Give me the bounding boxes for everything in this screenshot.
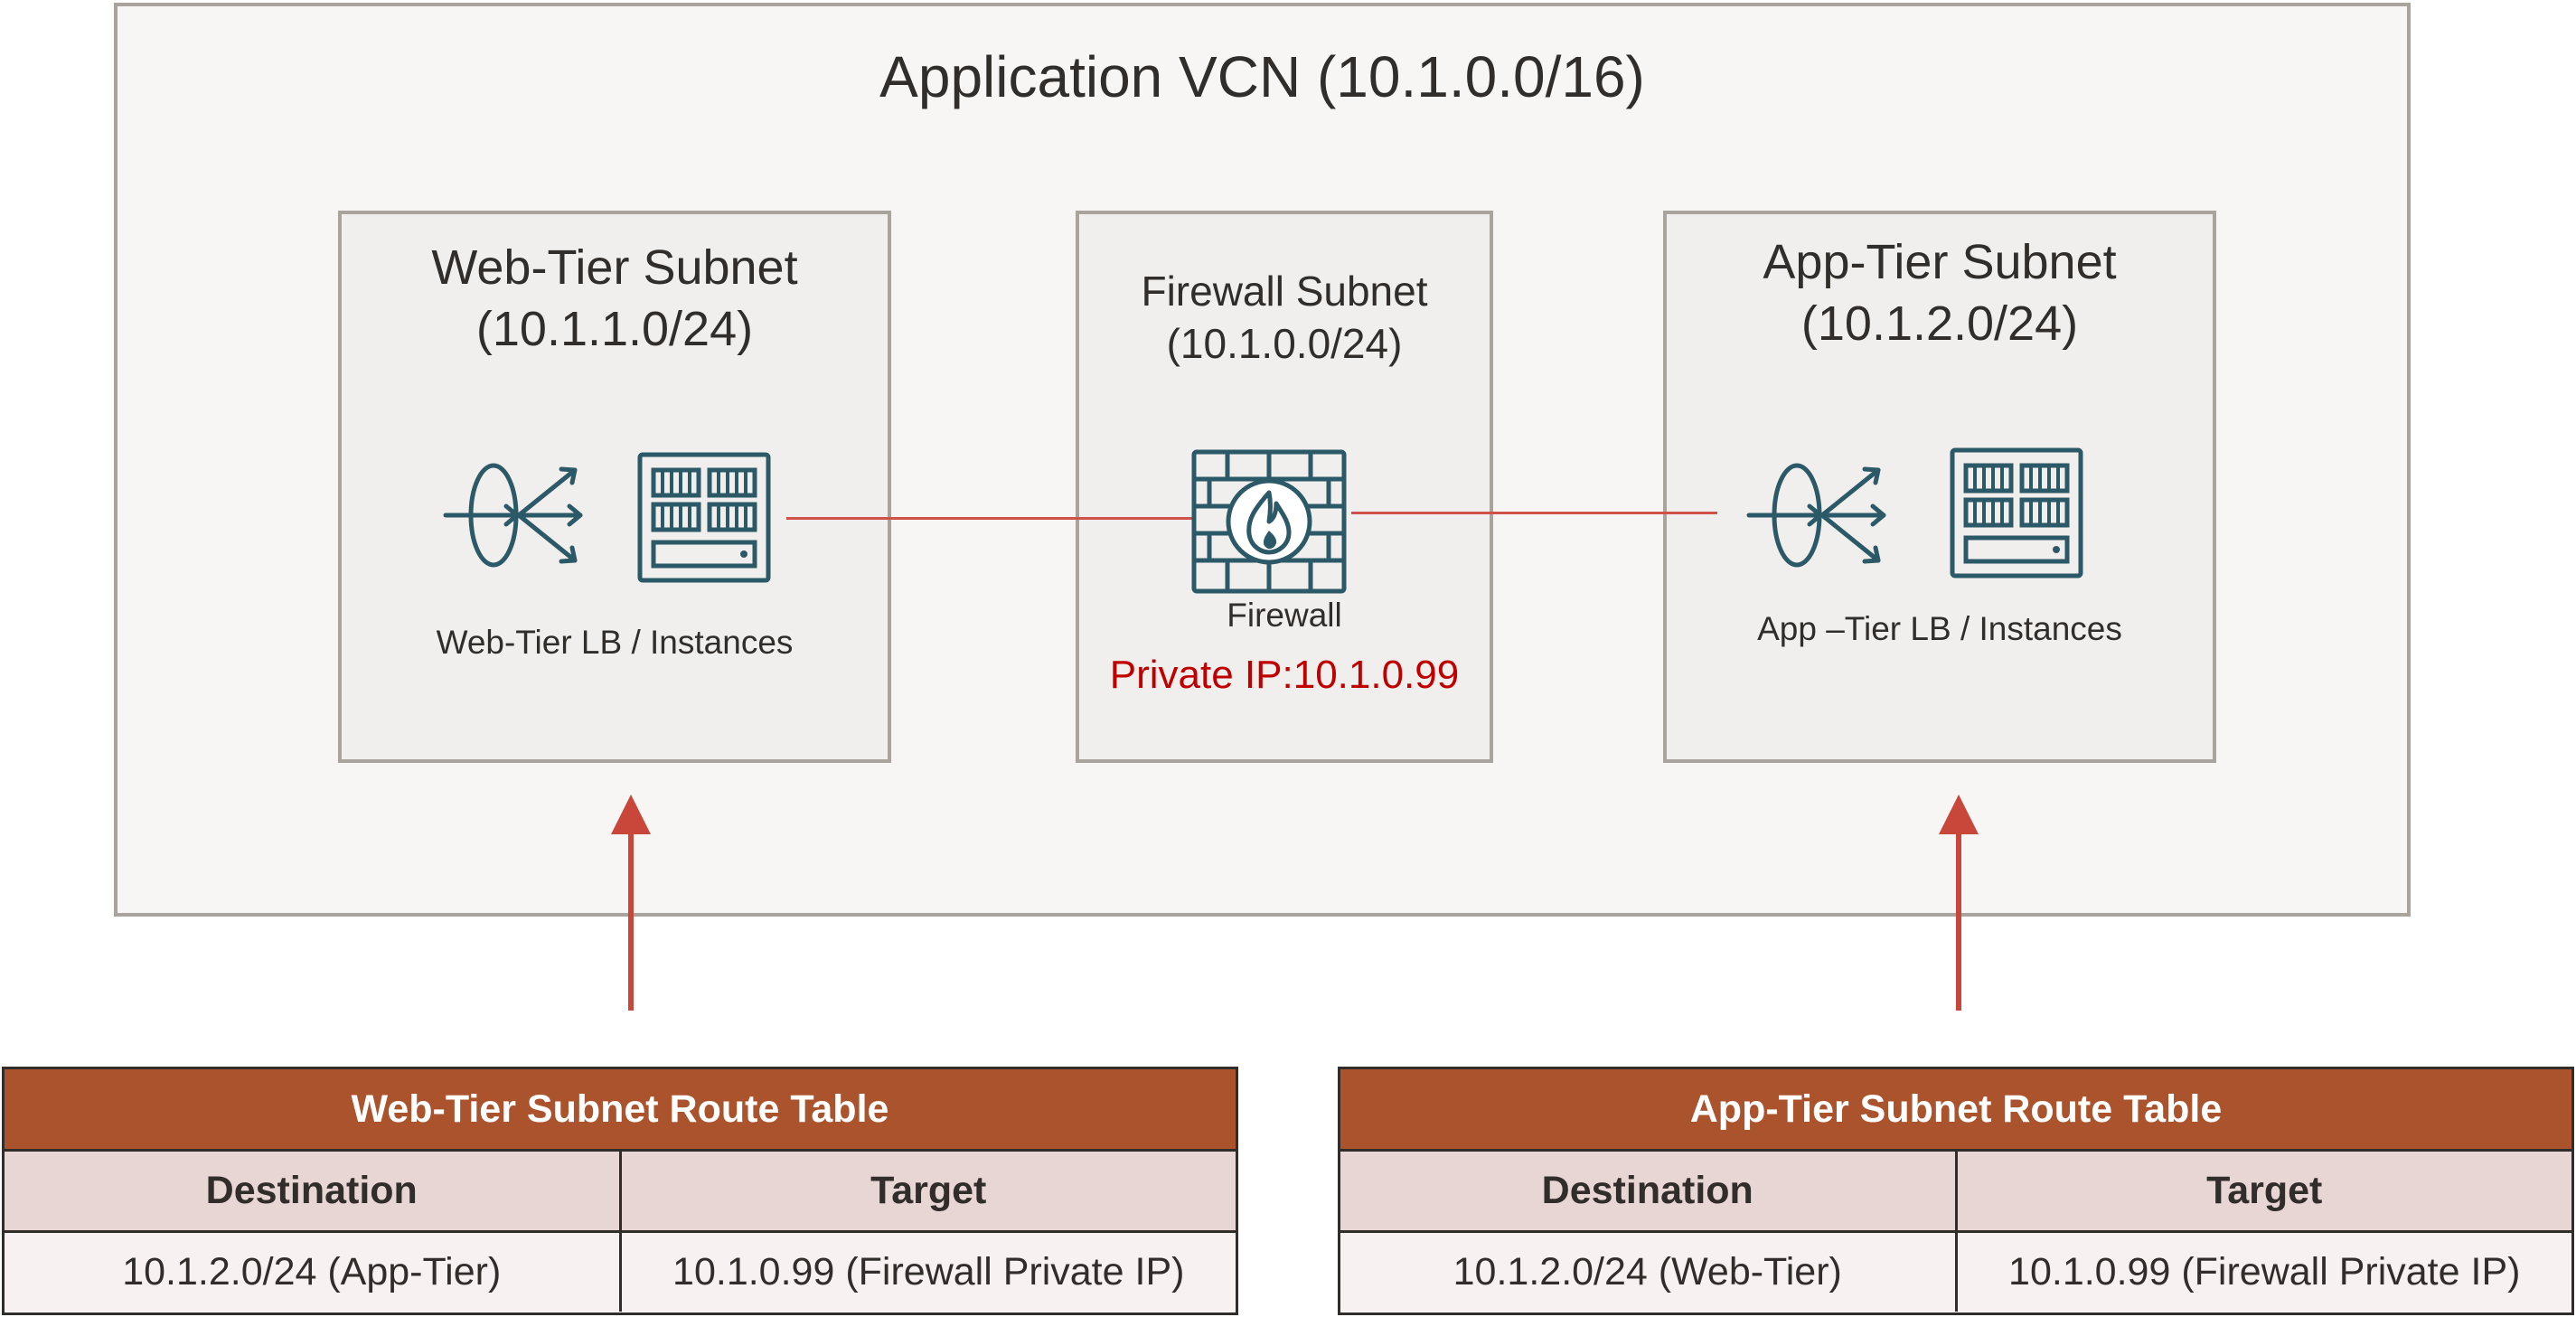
route-target: 10.1.0.99 (Firewall Private IP): [618, 1233, 1236, 1312]
web-tier-subnet-name: Web-Tier Subnet: [431, 240, 798, 295]
column-header-destination: Destination: [1541, 1169, 1753, 1212]
app-tier-subnet-name: App-Tier Subnet: [1763, 235, 2117, 289]
web-tier-subnet: [338, 211, 891, 763]
web-tier-route-table-title: Web-Tier Subnet Route Table: [5, 1069, 1236, 1152]
app-tier-route-table: App-Tier Subnet Route Table Destination …: [1338, 1067, 2574, 1315]
route-destination: 10.1.2.0/24 (App-Tier): [122, 1250, 502, 1293]
firewall-subnet-name: Firewall Subnet: [1141, 268, 1428, 315]
server-icon: [1950, 447, 2083, 579]
link-firewall-to-app: [1351, 512, 1717, 514]
table-row: 10.1.2.0/24 (App-Tier) 10.1.0.99 (Firewa…: [5, 1233, 1236, 1312]
table-row: 10.1.2.0/24 (Web-Tier) 10.1.0.99 (Firewa…: [1340, 1233, 2571, 1312]
route-target: 10.1.0.99 (Firewall Private IP): [1954, 1233, 2572, 1312]
app-tier-subnet-cidr: (10.1.2.0/24): [1800, 296, 2079, 351]
load-balancer-icon: [1746, 463, 1886, 568]
app-tier-label: App –Tier LB / Instances: [1757, 610, 2122, 647]
web-route-arrow: [611, 795, 651, 1011]
link-web-to-firewall: [786, 517, 1193, 520]
firewall-subnet-cidr: (10.1.0.0/24): [1166, 320, 1403, 367]
firewall-private-ip: Private IP:10.1.0.99: [1109, 653, 1460, 697]
column-header-target: Target: [618, 1152, 1236, 1230]
load-balancer-icon: [443, 463, 583, 568]
firewall-subnet-title: Firewall Subnet (10.1.0.0/24): [1076, 265, 1493, 370]
table-header-row: Destination Target: [5, 1152, 1236, 1233]
app-tier-subnet: [1663, 211, 2216, 763]
app-route-arrow: [1939, 795, 1979, 1011]
firewall-icon: [1191, 449, 1347, 594]
web-tier-route-table: Web-Tier Subnet Route Table Destination …: [2, 1067, 1238, 1315]
app-tier-subnet-title: App-Tier Subnet (10.1.2.0/24): [1663, 231, 2216, 354]
firewall-label: Firewall: [1227, 597, 1342, 634]
table-header-row: Destination Target: [1340, 1152, 2571, 1233]
web-tier-subnet-cidr: (10.1.1.0/24): [475, 302, 754, 356]
web-tier-label: Web-Tier LB / Instances: [436, 624, 794, 661]
web-tier-subnet-title: Web-Tier Subnet (10.1.1.0/24): [338, 237, 891, 360]
vcn-title: Application VCN (10.1.0.0/16): [879, 44, 1645, 109]
server-icon: [637, 452, 771, 583]
app-tier-route-table-title: App-Tier Subnet Route Table: [1340, 1069, 2571, 1152]
column-header-destination: Destination: [205, 1169, 418, 1212]
column-header-target: Target: [1954, 1152, 2572, 1230]
route-destination: 10.1.2.0/24 (Web-Tier): [1453, 1250, 1842, 1293]
